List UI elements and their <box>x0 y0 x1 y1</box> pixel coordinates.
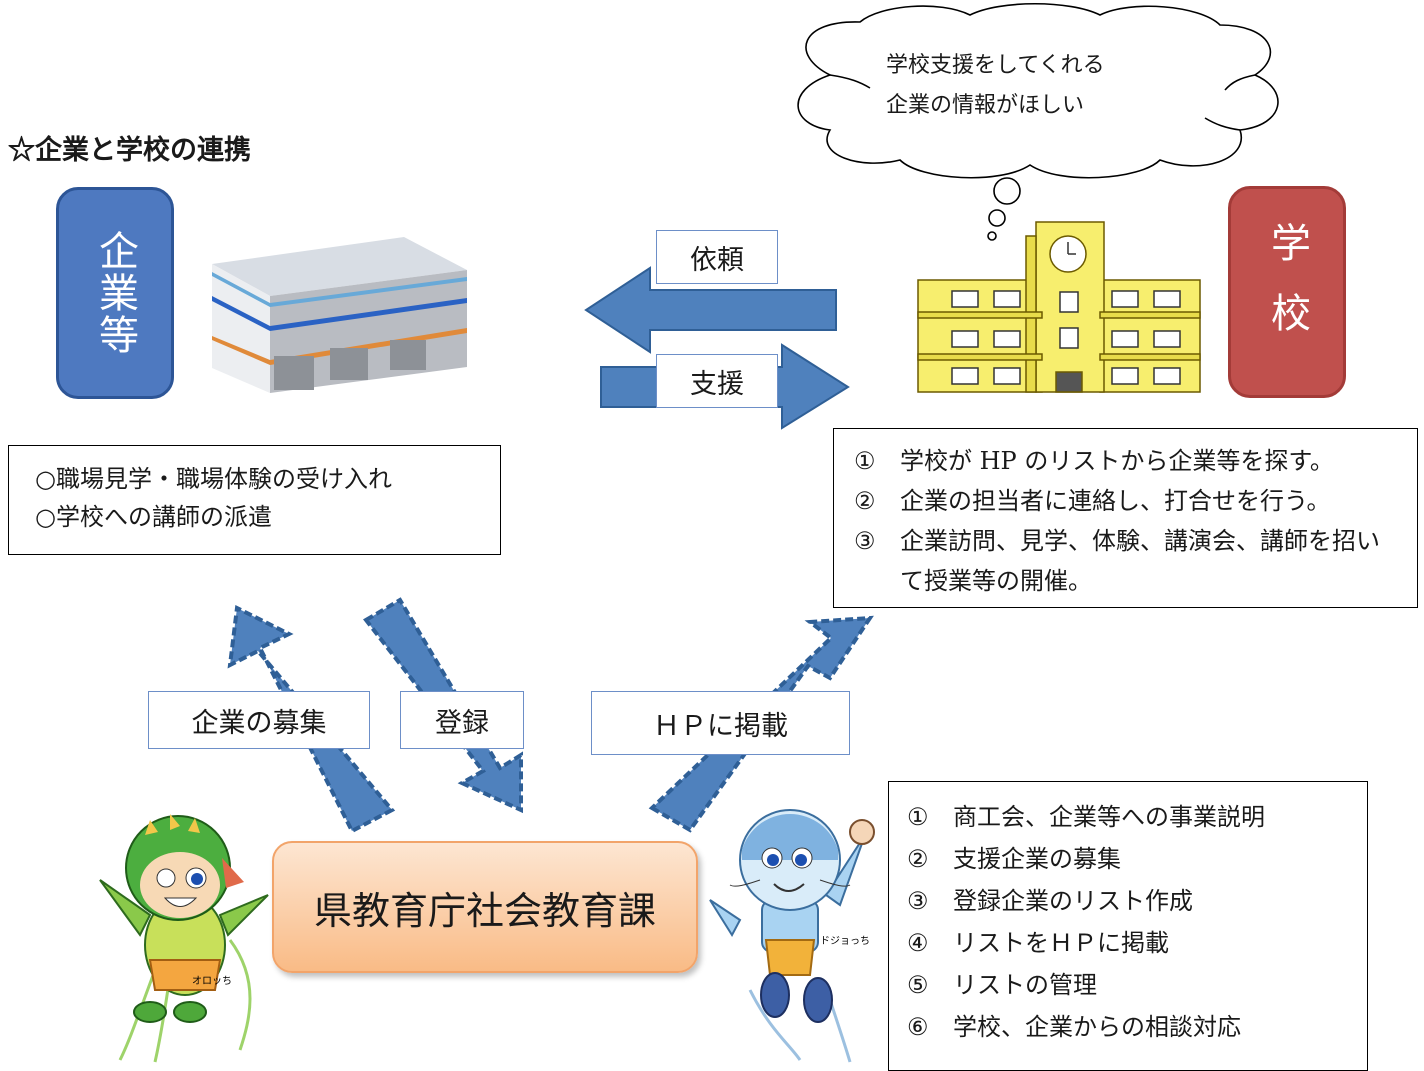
orocchi-mascot-icon <box>99 814 269 1063</box>
request-arrow <box>584 266 837 354</box>
company-badge: 企業等 <box>56 187 174 399</box>
thought-cloud <box>797 2 1279 241</box>
company-info-box: ○職場見学・職場体験の受け入れ ○学校への講師の派遣 <box>8 445 501 555</box>
cloud-line-1: 学校支援をしてくれる <box>886 53 1105 78</box>
page-title: ☆企業と学校の連携 <box>8 135 251 166</box>
company-item: ○職場見学・職場体験の受け入れ <box>35 465 392 493</box>
company-item: ○学校への講師の派遣 <box>35 503 272 531</box>
factory-building-icon <box>212 237 467 393</box>
recruit-label: 企業の募集 <box>148 691 370 749</box>
cloud-text: 学校支援をしてくれる 企業の情報がほしい <box>886 46 1105 126</box>
request-label: 依頼 <box>656 230 778 284</box>
publish-label: ＨＰに掲載 <box>591 691 850 755</box>
register-label: 登録 <box>400 691 524 749</box>
school-badge: 学校 <box>1228 186 1346 398</box>
dojocchi-mascot-icon <box>709 809 875 1063</box>
cloud-line-2: 企業の情報がほしい <box>886 93 1085 118</box>
school-building-icon <box>917 221 1201 393</box>
orocchi-label: オロッち <box>192 975 232 987</box>
dojocchi-label: ドジョっち <box>820 935 870 947</box>
support-label: 支援 <box>656 354 778 408</box>
department-box: 県教育庁社会教育課 <box>272 841 698 973</box>
